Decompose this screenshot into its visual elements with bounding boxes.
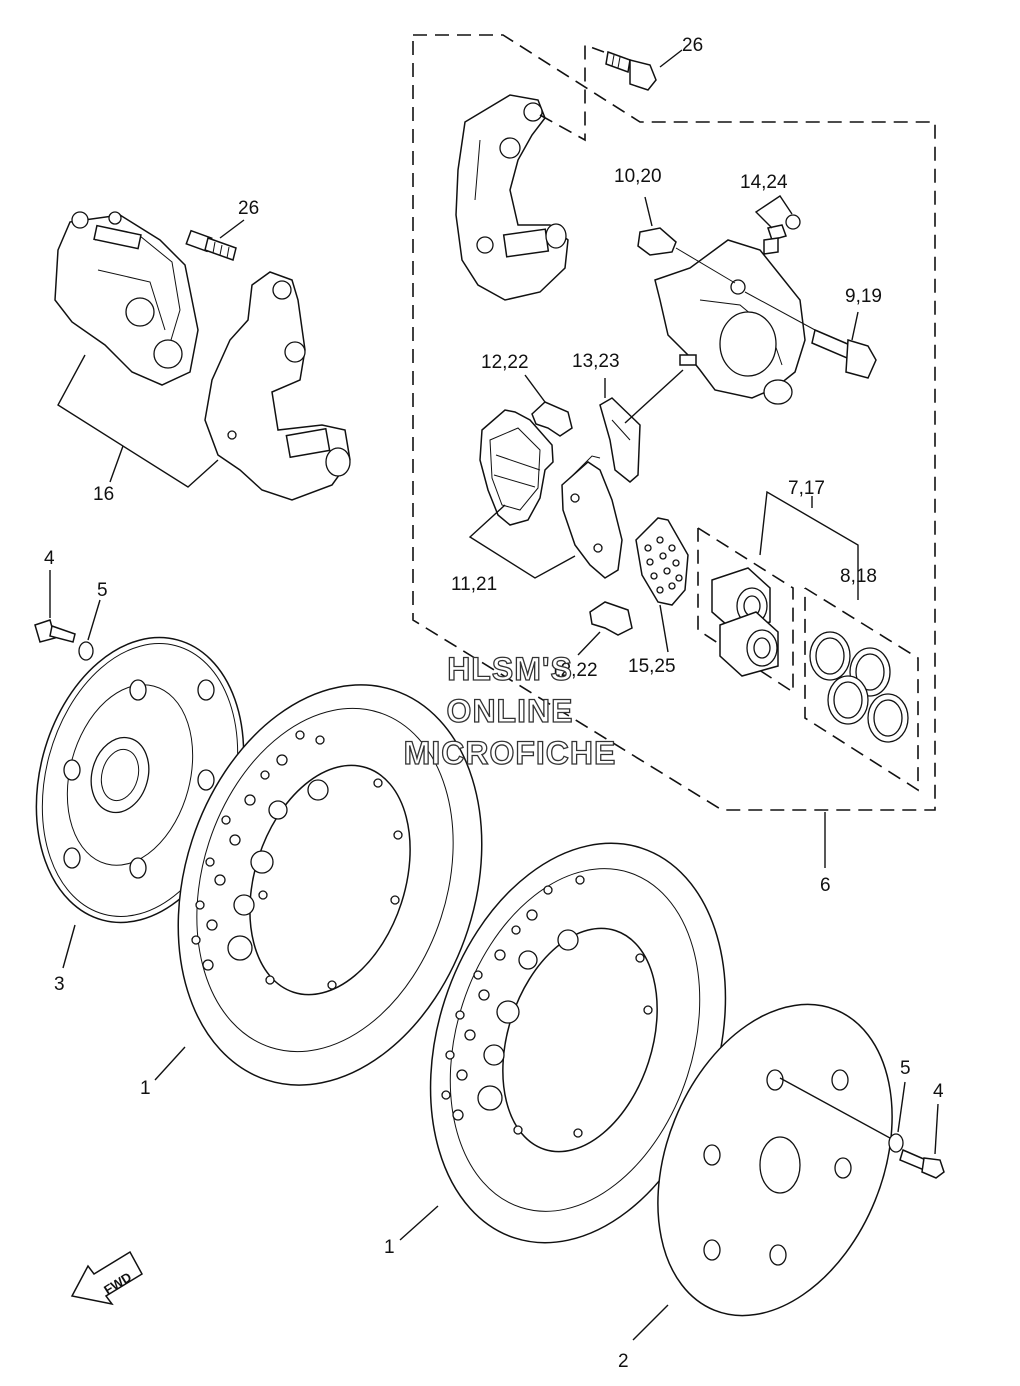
callout-9-19: 9,19 [845,286,882,307]
callout-7-17: 7,17 [788,478,825,499]
callout-13-23: 13,23 [572,351,620,372]
brake-disc-upper [154,684,483,1086]
watermark-line-2: ONLINE [447,693,574,729]
caliper-assembly-box [412,34,936,868]
disc-upper-holes [191,730,403,990]
caliper-body-right [637,195,877,405]
callout-11-21: 11,21 [451,574,497,595]
callout-6: 6 [820,875,831,896]
watermark-line-1: HLSM'S [447,651,573,687]
callout-labels: 26 26 10,20 14,24 9,19 12,22 13,23 16 7,… [44,35,944,1372]
caliper-assembly-left [54,211,351,501]
callout-14-24: 14,24 [740,172,788,193]
callout-26-right: 26 [682,35,703,56]
watermark-line-3: MICROFICHE [404,735,617,771]
fwd-arrow-icon: FWD [70,1250,144,1306]
callout-4-left: 4 [44,548,55,569]
callout-5-left: 5 [97,580,108,601]
watermark: HLSM'S ONLINE MICROFICHE [403,650,617,771]
callout-15-25: 15,25 [628,656,676,677]
callout-12-22-bottom: 12,22 [550,660,598,681]
disc-lower-holes [441,875,653,1138]
callout-16: 16 [93,484,114,505]
callout-4-right: 4 [933,1081,944,1102]
callout-2: 2 [618,1351,629,1372]
brake-disc-lower [399,842,727,1244]
callout-12-22-top: 12,22 [481,352,529,373]
brake-pads [468,369,689,656]
callout-10-20: 10,20 [614,166,662,187]
bolt-26-right [605,50,657,91]
callout-3: 3 [54,974,65,995]
callout-1-lower: 1 [384,1237,395,1258]
bolt-26-left [185,229,237,261]
callout-26-left: 26 [238,198,259,219]
callout-8-18: 8,18 [840,566,877,587]
shim-holes [644,536,683,594]
callout-1-upper: 1 [140,1078,151,1099]
hub-cover-right [632,1003,945,1341]
caliper-bracket-right [455,43,683,301]
pistons-seals [697,490,919,792]
callout-5-right: 5 [900,1058,911,1079]
